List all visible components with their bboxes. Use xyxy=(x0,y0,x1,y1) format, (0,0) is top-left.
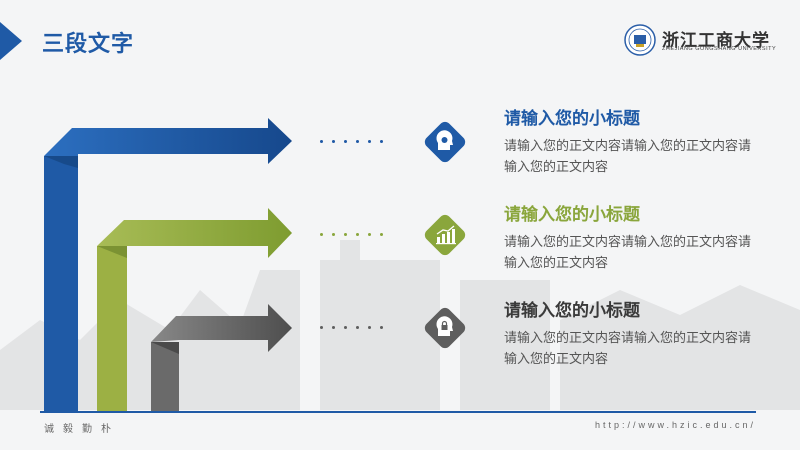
footer-url[interactable]: http://www.hzic.edu.cn/ xyxy=(594,420,756,430)
list-item: 请输入您的小标题 请输入您的正文内容请输入您的正文内容请输入您的正文内容 xyxy=(504,200,774,273)
head-idea-icon xyxy=(424,121,466,163)
list-item: 请输入您的小标题 请输入您的正文内容请输入您的正文内容请输入您的正文内容 xyxy=(504,104,774,177)
logo-chinese-name: 浙江工商大学 xyxy=(662,31,770,51)
item-title: 请输入您的小标题 xyxy=(504,109,640,128)
arrow-green xyxy=(97,208,292,412)
item-body: 请输入您的正文内容请输入您的正文内容请输入您的正文内容 xyxy=(504,234,752,270)
item-body: 请输入您的正文内容请输入您的正文内容请输入您的正文内容 xyxy=(504,330,752,366)
dots-connector-2 xyxy=(320,233,383,236)
dots-connector-3 xyxy=(320,326,383,329)
arrow-blue xyxy=(44,118,292,412)
corner-accent xyxy=(0,22,22,60)
dots-connector-1 xyxy=(320,140,383,143)
head-lock-icon xyxy=(424,307,466,349)
university-seal-icon xyxy=(624,24,656,56)
logo-english-name: ZHEJIANG GONGSHANG UNIVERSITY xyxy=(662,46,777,52)
item-body: 请输入您的正文内容请输入您的正文内容请输入您的正文内容 xyxy=(504,138,752,174)
list-item: 请输入您的小标题 请输入您的正文内容请输入您的正文内容请输入您的正文内容 xyxy=(504,296,774,369)
bar-chart-icon xyxy=(424,214,466,256)
item-title: 请输入您的小标题 xyxy=(504,301,640,320)
item-title: 请输入您的小标题 xyxy=(504,205,640,224)
page-title: 三段文字 xyxy=(42,31,135,56)
university-logo: 浙江工商大学 ZHEJIANG GONGSHANG UNIVERSITY xyxy=(624,24,784,58)
footer-motto: 诚毅勤朴 xyxy=(44,424,120,435)
footer-divider xyxy=(40,411,756,413)
arrow-gray xyxy=(151,304,292,412)
